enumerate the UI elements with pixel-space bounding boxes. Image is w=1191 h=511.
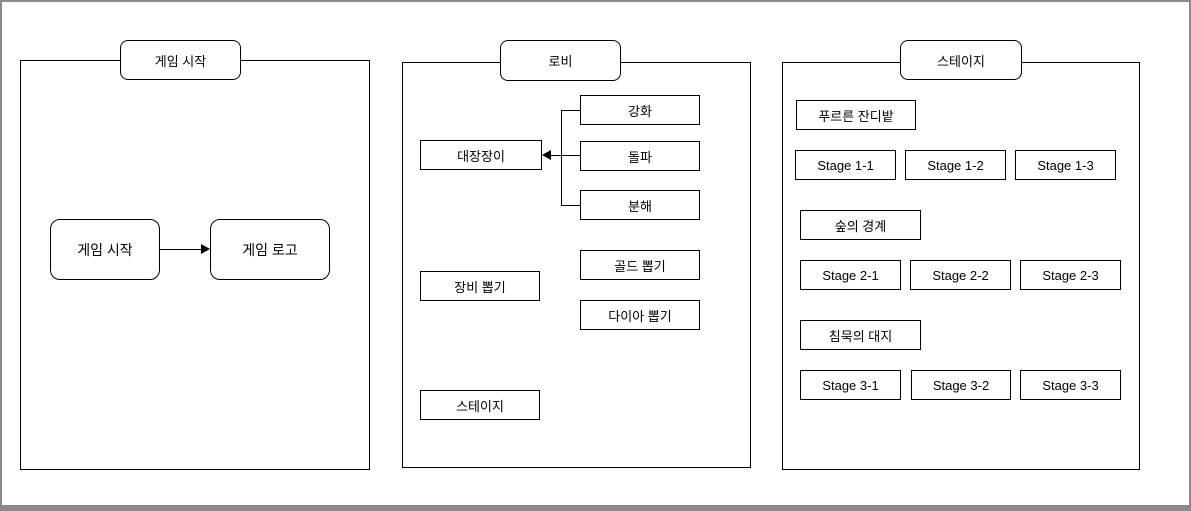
node-blacksmith[interactable]: 대장장이 bbox=[420, 140, 542, 170]
panel-game-start-title[interactable]: 게임 시작 bbox=[120, 40, 241, 80]
edge-to-blacksmith-line bbox=[551, 155, 580, 156]
node-disassemble[interactable]: 분해 bbox=[580, 190, 700, 220]
node-stage-2-1[interactable]: Stage 2-1 bbox=[800, 260, 901, 290]
node-area-silent-land[interactable]: 침묵의 대지 bbox=[800, 320, 921, 350]
node-stage-link[interactable]: 스테이지 bbox=[420, 390, 540, 420]
node-stage-2-2[interactable]: Stage 2-2 bbox=[910, 260, 1011, 290]
node-stage-3-2[interactable]: Stage 3-2 bbox=[911, 370, 1011, 400]
node-stage-3-1[interactable]: Stage 3-1 bbox=[800, 370, 901, 400]
node-equipment-gacha[interactable]: 장비 뽑기 bbox=[420, 271, 540, 301]
edge-to-blacksmith-arrowhead bbox=[542, 150, 551, 160]
node-area-forest-border[interactable]: 숲의 경계 bbox=[800, 210, 921, 240]
edge-disassemble-stub bbox=[561, 205, 580, 206]
node-diamond-gacha[interactable]: 다이아 뽑기 bbox=[580, 300, 700, 330]
node-game-logo[interactable]: 게임 로고 bbox=[210, 219, 330, 280]
node-stage-1-3[interactable]: Stage 1-3 bbox=[1015, 150, 1116, 180]
edge-lobby-vertical-line bbox=[561, 110, 562, 206]
node-game-start[interactable]: 게임 시작 bbox=[50, 219, 160, 280]
panel-lobby-title[interactable]: 로비 bbox=[500, 40, 621, 81]
node-stage-2-3[interactable]: Stage 2-3 bbox=[1020, 260, 1121, 290]
node-stage-1-1[interactable]: Stage 1-1 bbox=[795, 150, 896, 180]
node-stage-1-2[interactable]: Stage 1-2 bbox=[905, 150, 1006, 180]
edge-gamestart-gamelogo-line bbox=[160, 249, 202, 250]
node-enhance[interactable]: 강화 bbox=[580, 95, 700, 125]
node-stage-3-3[interactable]: Stage 3-3 bbox=[1020, 370, 1121, 400]
node-breakthrough[interactable]: 돌파 bbox=[580, 141, 700, 171]
node-area-grass-field[interactable]: 푸르른 잔디밭 bbox=[796, 100, 916, 130]
node-gold-gacha[interactable]: 골드 뽑기 bbox=[580, 250, 700, 280]
edge-gamestart-gamelogo-arrowhead bbox=[201, 244, 210, 254]
panel-stage-title[interactable]: 스테이지 bbox=[900, 40, 1022, 80]
edge-enhance-stub bbox=[561, 110, 580, 111]
